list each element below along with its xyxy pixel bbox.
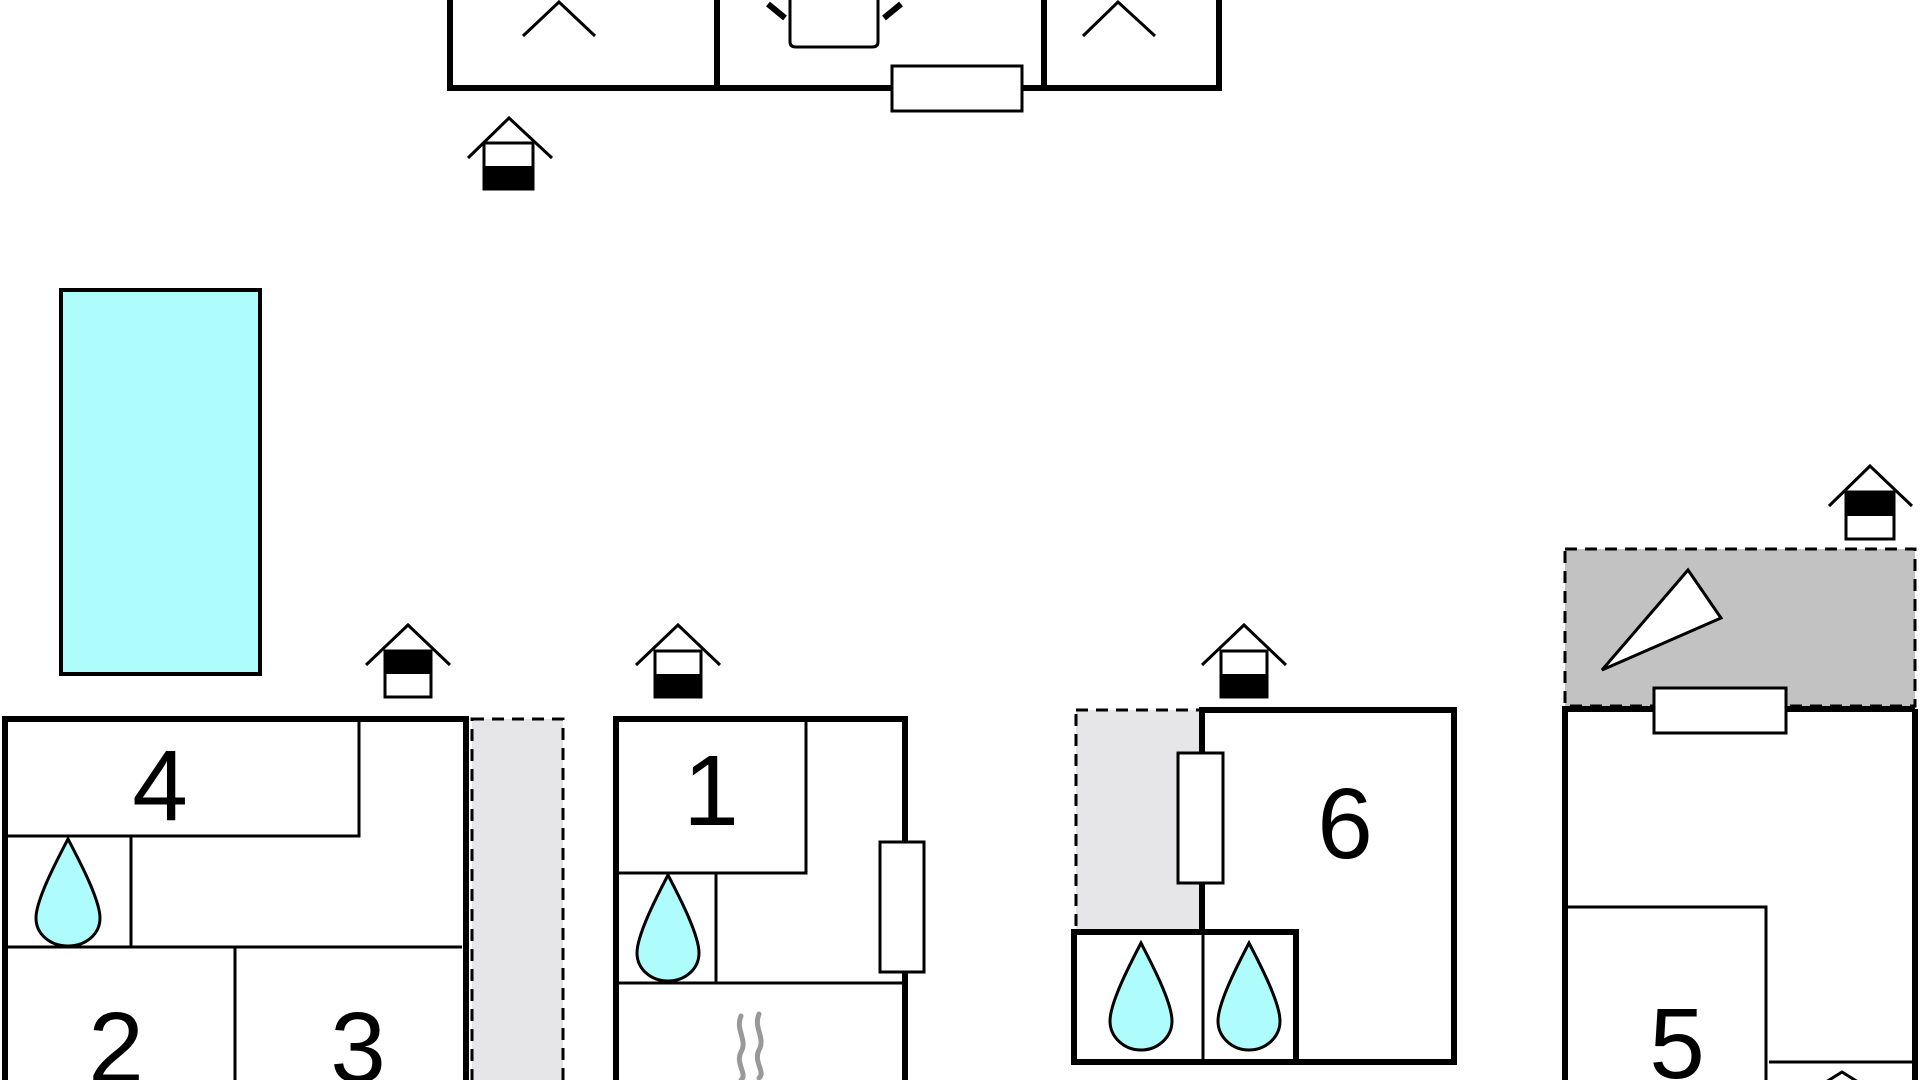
bed-icon	[521, 0, 597, 38]
entrance-icon	[364, 622, 452, 699]
terrace	[1563, 547, 1917, 708]
top-building	[447, 0, 1222, 91]
terrace	[470, 717, 565, 1080]
building-a	[2, 716, 469, 1080]
room-number-3: 3	[330, 992, 386, 1080]
stove-icon	[736, 1011, 764, 1080]
room-number-6: 6	[1317, 768, 1373, 880]
room-number-5: 5	[1649, 988, 1705, 1080]
entrance-icon	[466, 115, 554, 191]
table-icon	[766, 0, 903, 49]
water-drop-icon	[635, 871, 701, 983]
window-icon	[1176, 751, 1225, 885]
pool	[59, 288, 262, 676]
window-icon	[878, 840, 926, 974]
entrance-icon	[1200, 622, 1288, 699]
bed-icon	[1826, 1070, 1858, 1080]
building-c	[1071, 707, 1457, 1065]
water-drop-icon	[1108, 939, 1174, 1052]
room-number-1: 1	[683, 735, 739, 847]
water-drop-icon	[34, 835, 102, 948]
entrance-icon	[634, 622, 722, 699]
building-d	[1562, 706, 1918, 1080]
room-number-4: 4	[132, 730, 188, 842]
window-icon	[1652, 686, 1788, 735]
water-drop-icon	[1216, 939, 1282, 1052]
entrance-icon	[1827, 463, 1914, 541]
bed-icon	[1081, 0, 1157, 38]
window-icon	[890, 64, 1024, 113]
room-number-2: 2	[88, 992, 144, 1080]
triangle-marker-icon	[1600, 567, 1724, 672]
